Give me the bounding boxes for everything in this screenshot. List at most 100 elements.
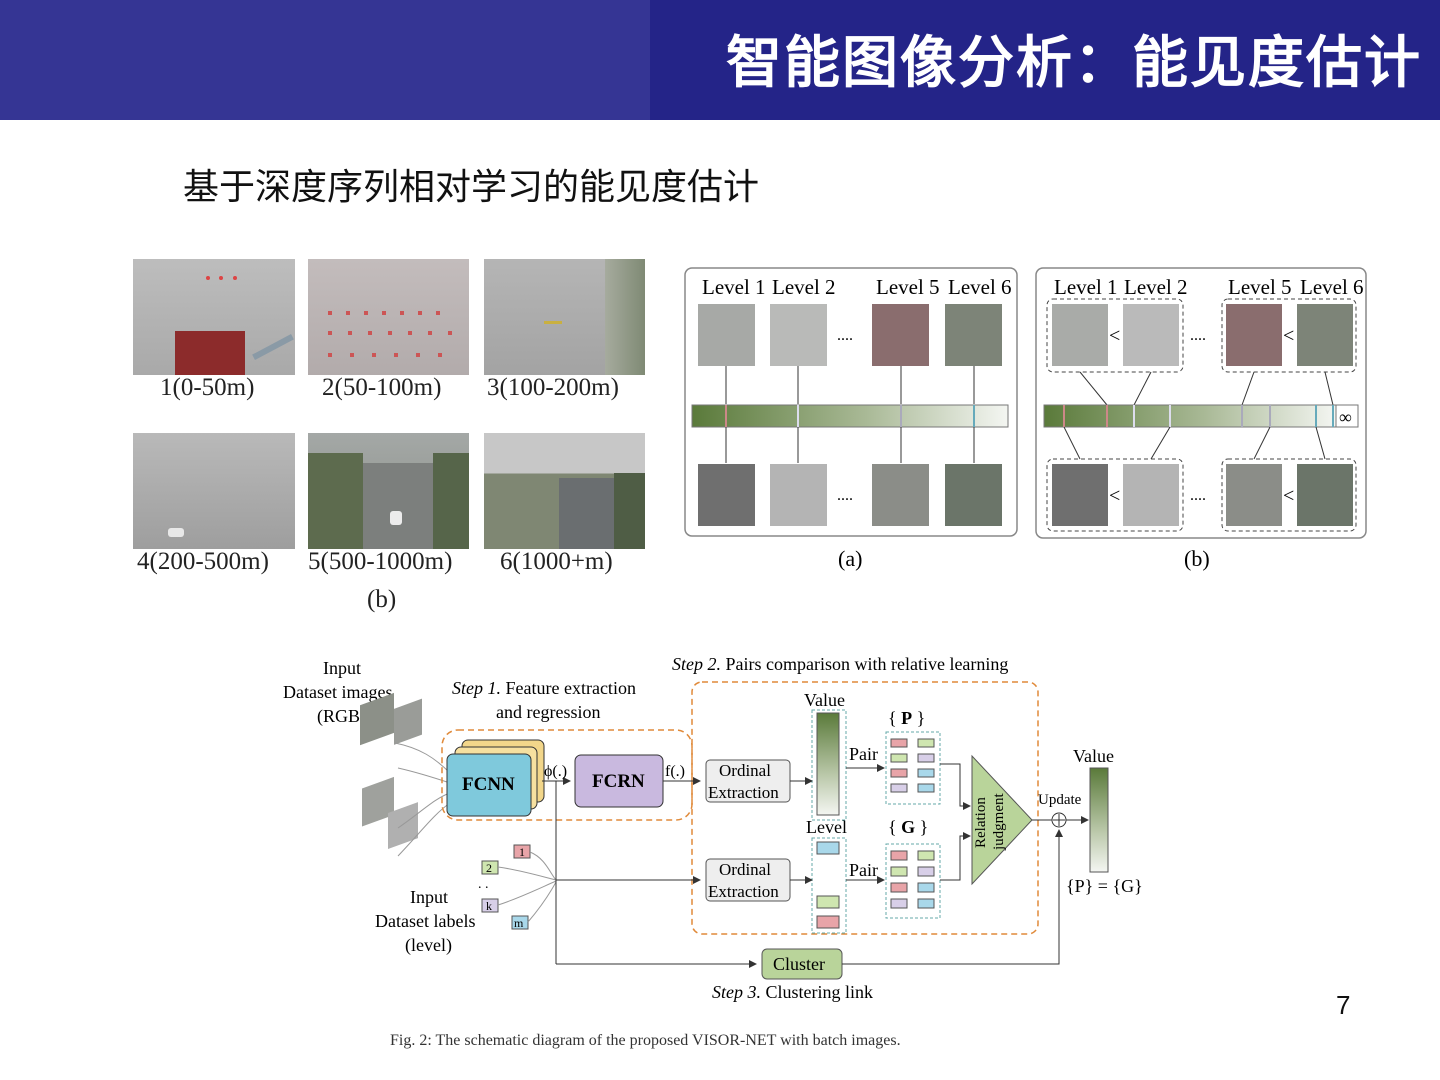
- figure-caption: Fig. 2: The schematic diagram of the pro…: [390, 1032, 901, 1049]
- input-images-label: Dataset images: [283, 682, 392, 702]
- pair-cell: [917, 866, 935, 877]
- header-right-band: [650, 0, 1440, 120]
- car-shape: [390, 511, 402, 525]
- panel-b-scale-bar: [1043, 404, 1337, 428]
- pair-cell: [917, 783, 935, 793]
- road-surface: [363, 463, 433, 549]
- step1-label-2: and regression: [496, 702, 600, 722]
- light-row: [328, 311, 453, 315]
- slide-title: 智能图像分析：能见度估计: [726, 31, 1422, 96]
- input-labels-label: Dataset labels: [375, 911, 475, 931]
- panel-a-dots: ....: [837, 487, 853, 504]
- panel-b-level-label: Level 6: [1300, 275, 1364, 299]
- light-row: [328, 331, 453, 335]
- output-value-label: Value: [1073, 746, 1114, 766]
- relation-label: judgment: [991, 793, 1007, 851]
- panel-b-infinity: ∞: [1339, 407, 1352, 427]
- panel-b-thumb: [1226, 464, 1282, 526]
- input-images-label: Input: [323, 658, 361, 678]
- g-pairs-box: [885, 843, 941, 919]
- ordinal-label: Ordinal: [719, 860, 771, 879]
- relation-judgment: [971, 754, 1033, 886]
- panel-b-less-than: <: [1109, 485, 1120, 507]
- label-tag-text: 1: [519, 845, 525, 859]
- p-set-label: { P }: [888, 708, 925, 728]
- pair-cell: [917, 898, 935, 909]
- step1-label: Step 1. Feature extraction: [452, 678, 636, 698]
- pair-cell: [890, 768, 908, 778]
- panel-a: Level 1 Level 2 Level 5 Level 6 .... ...…: [684, 267, 1018, 571]
- fcrn-label: FCRN: [592, 771, 645, 792]
- step2-box: [691, 681, 1039, 935]
- pair-cell: [890, 738, 908, 748]
- photo-label-3: 3(100-200m): [487, 374, 619, 401]
- panel-b-less-than: <: [1283, 485, 1294, 507]
- panel-a-thumb: [770, 464, 827, 526]
- light-row: [328, 353, 453, 357]
- panel-b-level-label: Level 1: [1054, 275, 1118, 299]
- fcnn-label: FCNN: [462, 774, 515, 795]
- panel-b-thumb: [1226, 304, 1282, 366]
- vegetation: [308, 453, 363, 549]
- input-images-label: (RGB): [317, 706, 366, 727]
- panel-b-dots: ....: [1190, 487, 1206, 504]
- value-column-box: [811, 709, 847, 821]
- pair-cell: [917, 738, 935, 748]
- panel-a-dots: ....: [837, 327, 853, 344]
- step2-label: Step 2. Pairs comparison with relative l…: [672, 654, 1008, 674]
- label-tag: [511, 915, 529, 930]
- panel-b-group: [1221, 458, 1357, 532]
- pair-cell: [917, 753, 935, 763]
- photo-label-1: 1(0-50m): [160, 374, 255, 401]
- input-labels-label: Input: [410, 887, 448, 907]
- visor-net-pipeline: Input Dataset images (RGB) Step 1. Featu…: [283, 654, 1143, 1002]
- fog-photo-2: [308, 259, 469, 375]
- panel-b-less-than: <: [1109, 325, 1120, 347]
- step3-label: Step 3. Clustering link: [712, 982, 873, 1002]
- g-set-label: { G }: [888, 817, 928, 837]
- pair-cell: [890, 866, 908, 877]
- value-column: [816, 712, 840, 816]
- level-column-box: [811, 837, 847, 934]
- label-tag-text: 2: [486, 861, 492, 875]
- photo-grid-caption: (b): [367, 586, 397, 613]
- panel-b-group: [1046, 458, 1184, 532]
- cluster-label: Cluster: [773, 954, 825, 974]
- fog-photo-6: [484, 433, 645, 549]
- fog-photo-4: [133, 433, 295, 549]
- panel-b-arrow: [1315, 426, 1326, 460]
- panel-b-arrow: [1079, 371, 1108, 406]
- fog-photo-5: [308, 433, 469, 549]
- photo-label-4: 4(200-500m): [137, 548, 269, 575]
- panel-b-thumb: [1052, 464, 1108, 526]
- panel-b-infinity-box: [1335, 404, 1359, 428]
- light-dot: [233, 276, 237, 280]
- pair-label: Pair: [849, 860, 878, 880]
- output-value-column: [1089, 767, 1109, 873]
- panel-a-level-label: Level 6: [948, 275, 1012, 299]
- panel-b-thumb: [1052, 304, 1108, 366]
- pair-cell: [917, 850, 935, 861]
- input-image-thumb: [388, 802, 418, 850]
- pair-cell: [890, 753, 908, 763]
- panel-b-group: [1221, 298, 1357, 373]
- label-tag: [513, 844, 531, 859]
- pair-cell: [890, 850, 908, 861]
- input-lines: [394, 742, 451, 857]
- panel-b-thumb: [1123, 304, 1179, 366]
- panel-b-dots: ....: [1190, 327, 1206, 344]
- phi-label: ϕ(.): [544, 763, 567, 780]
- panel-b-thumb: [1297, 464, 1353, 526]
- panel-b-caption: (b): [1184, 546, 1210, 571]
- trees: [605, 259, 645, 375]
- label-tag: [481, 898, 499, 913]
- ordinal-label: Extraction: [708, 783, 779, 802]
- panel-b: Level 1 Level 2 Level 5 Level 6 < .... <…: [1035, 267, 1367, 571]
- fog-photo-3: [484, 259, 645, 375]
- panel-a-level-label: Level 2: [772, 275, 836, 299]
- equation-label: {P} = {G}: [1066, 876, 1143, 896]
- panel-a-level-label: Level 1: [702, 275, 766, 299]
- input-image-thumb: [360, 692, 394, 746]
- pair-cell: [917, 882, 935, 893]
- update-label: Update: [1038, 792, 1082, 808]
